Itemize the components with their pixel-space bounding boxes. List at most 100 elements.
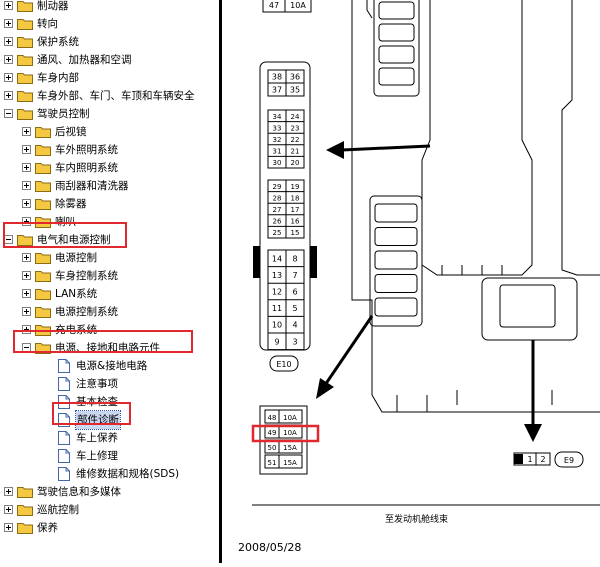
expand-icon[interactable]	[22, 325, 31, 334]
tree-item[interactable]: 除雾器	[0, 195, 219, 213]
tree-item[interactable]: 维修数据和规格(SDS)	[0, 465, 219, 483]
folder-icon	[35, 306, 51, 318]
tree-item-label: 车上保养	[76, 432, 118, 444]
expand-icon[interactable]	[4, 91, 13, 100]
expand-icon[interactable]	[22, 289, 31, 298]
fuse-position: 38	[272, 73, 282, 82]
document-icon	[58, 377, 70, 391]
tree-item[interactable]: 注意事项	[0, 375, 219, 393]
folder-icon	[35, 252, 51, 264]
fuse-position: 36	[290, 73, 300, 82]
expand-icon[interactable]	[4, 19, 13, 28]
tree-item[interactable]: LAN系统	[0, 285, 219, 303]
panel-divider[interactable]	[219, 0, 222, 563]
collapse-icon[interactable]	[4, 109, 13, 118]
folder-icon	[35, 198, 51, 210]
highlight-box-electrical	[3, 222, 127, 248]
document-icon	[58, 431, 70, 445]
fuse-position: 35	[290, 86, 300, 95]
fuse-position: 11	[272, 304, 282, 313]
expand-icon[interactable]	[22, 127, 31, 136]
top-relay-slot	[378, 67, 415, 86]
tree-item[interactable]: 车上修理	[0, 447, 219, 465]
relay-block-pins	[441, 265, 503, 275]
fuse-amp: 15A	[283, 444, 297, 452]
expand-icon[interactable]	[4, 55, 13, 64]
tree-item-label: 保养	[37, 522, 58, 534]
tree-item[interactable]: 电源控制	[0, 249, 219, 267]
tree-item-label: 车外照明系统	[55, 144, 118, 156]
fuse-position: 32	[273, 136, 282, 144]
tree-item[interactable]: 转向	[0, 15, 219, 33]
tree-item[interactable]: 雨刮器和清洗器	[0, 177, 219, 195]
tree-item[interactable]: 驾驶信息和多媒体	[0, 483, 219, 501]
fuse-position: 5	[292, 304, 297, 313]
arrow-down-left-head	[316, 378, 334, 399]
tree-item[interactable]: 电源&接地电路	[0, 357, 219, 375]
tree-item-label: 车内照明系统	[55, 162, 118, 174]
expand-icon[interactable]	[4, 1, 13, 10]
tree-item[interactable]: 通风、加热器和空调	[0, 51, 219, 69]
harness-caption: 至发动机舱线束	[385, 515, 449, 525]
expand-icon[interactable]	[22, 181, 31, 190]
tree-item-label: 驾驶信息和多媒体	[37, 486, 121, 498]
connector-e9-label: E9	[564, 456, 574, 465]
fuse-position: 7	[292, 271, 297, 280]
expand-icon[interactable]	[4, 505, 13, 514]
tree-item[interactable]: 保护系统	[0, 33, 219, 51]
tree-item[interactable]: 保养	[0, 519, 219, 537]
middle-relay-slot	[374, 203, 418, 223]
fuse-number: 51	[268, 459, 277, 467]
connector-e10-badge	[269, 355, 299, 372]
folder-icon	[17, 72, 33, 84]
connector-e10-label: E10	[276, 360, 291, 369]
fuse-position: 30	[273, 159, 282, 167]
expand-icon[interactable]	[4, 523, 13, 532]
fuse-position: 8	[292, 254, 297, 263]
fuse-position: 3	[292, 337, 297, 346]
tree-item[interactable]: 驾驶员控制	[0, 105, 219, 123]
tree-item[interactable]: 车内照明系统	[0, 159, 219, 177]
arrow-left-shaft	[341, 144, 431, 152]
tree-item[interactable]: 车身控制系统	[0, 267, 219, 285]
expand-icon[interactable]	[4, 487, 13, 496]
expand-icon[interactable]	[4, 37, 13, 46]
folder-icon	[35, 288, 51, 300]
fuse-49-highlight	[251, 424, 320, 443]
expand-icon[interactable]	[4, 73, 13, 82]
tree-item[interactable]: 电气和电源控制	[0, 231, 219, 249]
expand-icon[interactable]	[22, 307, 31, 316]
expand-icon[interactable]	[22, 145, 31, 154]
tree-item[interactable]: 车身外部、车门、车顶和车辆安全	[0, 87, 219, 105]
arrow-down-left-shaft	[323, 315, 374, 386]
tree-item[interactable]: 电源控制系统	[0, 303, 219, 321]
fuse-position: 34	[273, 113, 282, 121]
tree-item-label: 雨刮器和清洗器	[55, 180, 129, 192]
tree-item[interactable]: 车上保养	[0, 429, 219, 447]
expand-icon[interactable]	[22, 217, 31, 226]
fuse-position: 27	[273, 206, 282, 214]
tree-item[interactable]: 制动器	[0, 0, 219, 15]
fuse-position: 9	[274, 337, 279, 346]
housing-outline	[351, 0, 600, 413]
fuse-position: 29	[273, 183, 282, 191]
fuse-amp: 15A	[283, 459, 297, 467]
tree-item-label: 电源&接地电路	[76, 360, 148, 372]
fuse-amp: 10A	[283, 414, 297, 422]
tree-item[interactable]: 车外照明系统	[0, 141, 219, 159]
expand-icon[interactable]	[22, 271, 31, 280]
tree-item-label: 通风、加热器和空调	[37, 54, 132, 66]
tree-item-label: 电源控制系统	[55, 306, 118, 318]
document-date: 2008/05/28	[238, 541, 302, 554]
folder-icon	[35, 144, 51, 156]
expand-icon[interactable]	[22, 163, 31, 172]
top-fuse-box	[262, 0, 312, 13]
tree-item[interactable]: 车身内部	[0, 69, 219, 87]
tree-item[interactable]: 巡航控制	[0, 501, 219, 519]
tree-item-label: 巡航控制	[37, 504, 79, 516]
expand-icon[interactable]	[22, 199, 31, 208]
expand-icon[interactable]	[22, 253, 31, 262]
tree-item[interactable]: 后视镜	[0, 123, 219, 141]
middle-relay-slot	[374, 227, 418, 246]
tree-item-label: 制动器	[37, 0, 69, 12]
